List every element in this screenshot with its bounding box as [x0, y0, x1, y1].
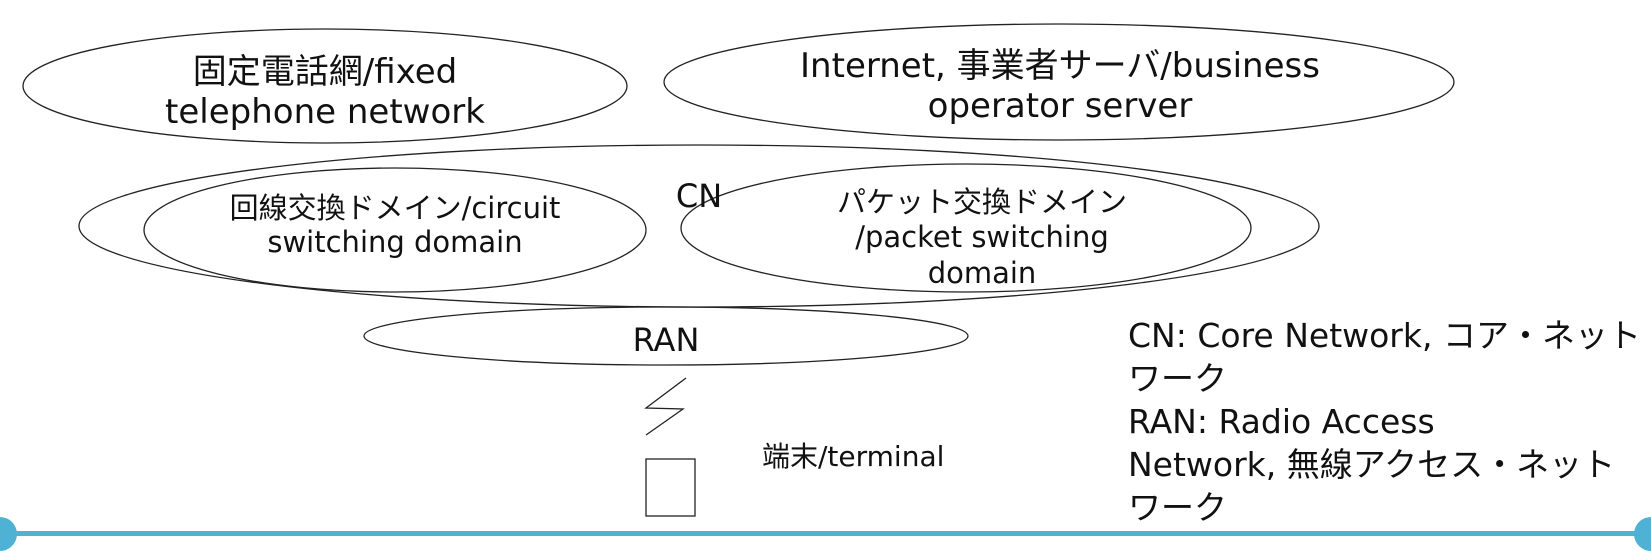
- packet-switching-domain-label: パケット交換ドメイン /packet switching domain: [812, 185, 1152, 291]
- packet-line2: /packet switching: [855, 220, 1109, 255]
- circuit-switching-domain-label: 回線交換ドメイン/circuit switching domain: [215, 191, 575, 259]
- ran-ellipse: [363, 306, 969, 366]
- network-diagram: [22, 23, 1455, 517]
- packet-switching-domain-ellipse: [680, 163, 1252, 293]
- internet-line1: Internet, 事業者サーバ/business: [800, 46, 1320, 86]
- legend-line2: ワーク: [1128, 359, 1227, 398]
- ran-label: RAN: [632, 321, 700, 359]
- terminal-label: 端末/terminal: [762, 440, 945, 473]
- internet-server-label: Internet, 事業者サーバ/business operator serve…: [760, 46, 1360, 126]
- fixed-telephone-network-ellipse: [22, 28, 628, 144]
- circuit-switching-domain-ellipse: [143, 167, 647, 293]
- circuit-line2: switching domain: [267, 225, 523, 260]
- footer-accent-bar: [0, 531, 1651, 536]
- packet-line1: パケット交換ドメイン: [836, 185, 1127, 219]
- legend-line3: RAN: Radio Access: [1128, 402, 1435, 441]
- legend-line5: ワーク: [1128, 488, 1227, 527]
- fixed-network-line1: 固定電話網/fixed: [192, 52, 458, 92]
- legend-line4: Network, 無線アクセス・ネット: [1128, 445, 1616, 484]
- legend: CN: Core Network, コア・ネット ワーク RAN: Radio …: [1128, 314, 1648, 529]
- terminal-device-icon: [645, 458, 696, 517]
- core-network-label: CN: [675, 177, 723, 215]
- internet-server-ellipse: [663, 23, 1455, 141]
- circuit-line1: 回線交換ドメイン/circuit: [229, 191, 561, 225]
- radio-link-icon: [644, 377, 687, 436]
- fixed-telephone-network-label: 固定電話網/fixed telephone network: [145, 52, 505, 132]
- fixed-network-line2: telephone network: [165, 92, 485, 133]
- packet-line3: domain: [927, 255, 1037, 290]
- internet-line2: operator server: [927, 86, 1193, 127]
- legend-line1: CN: Core Network, コア・ネット: [1128, 316, 1641, 355]
